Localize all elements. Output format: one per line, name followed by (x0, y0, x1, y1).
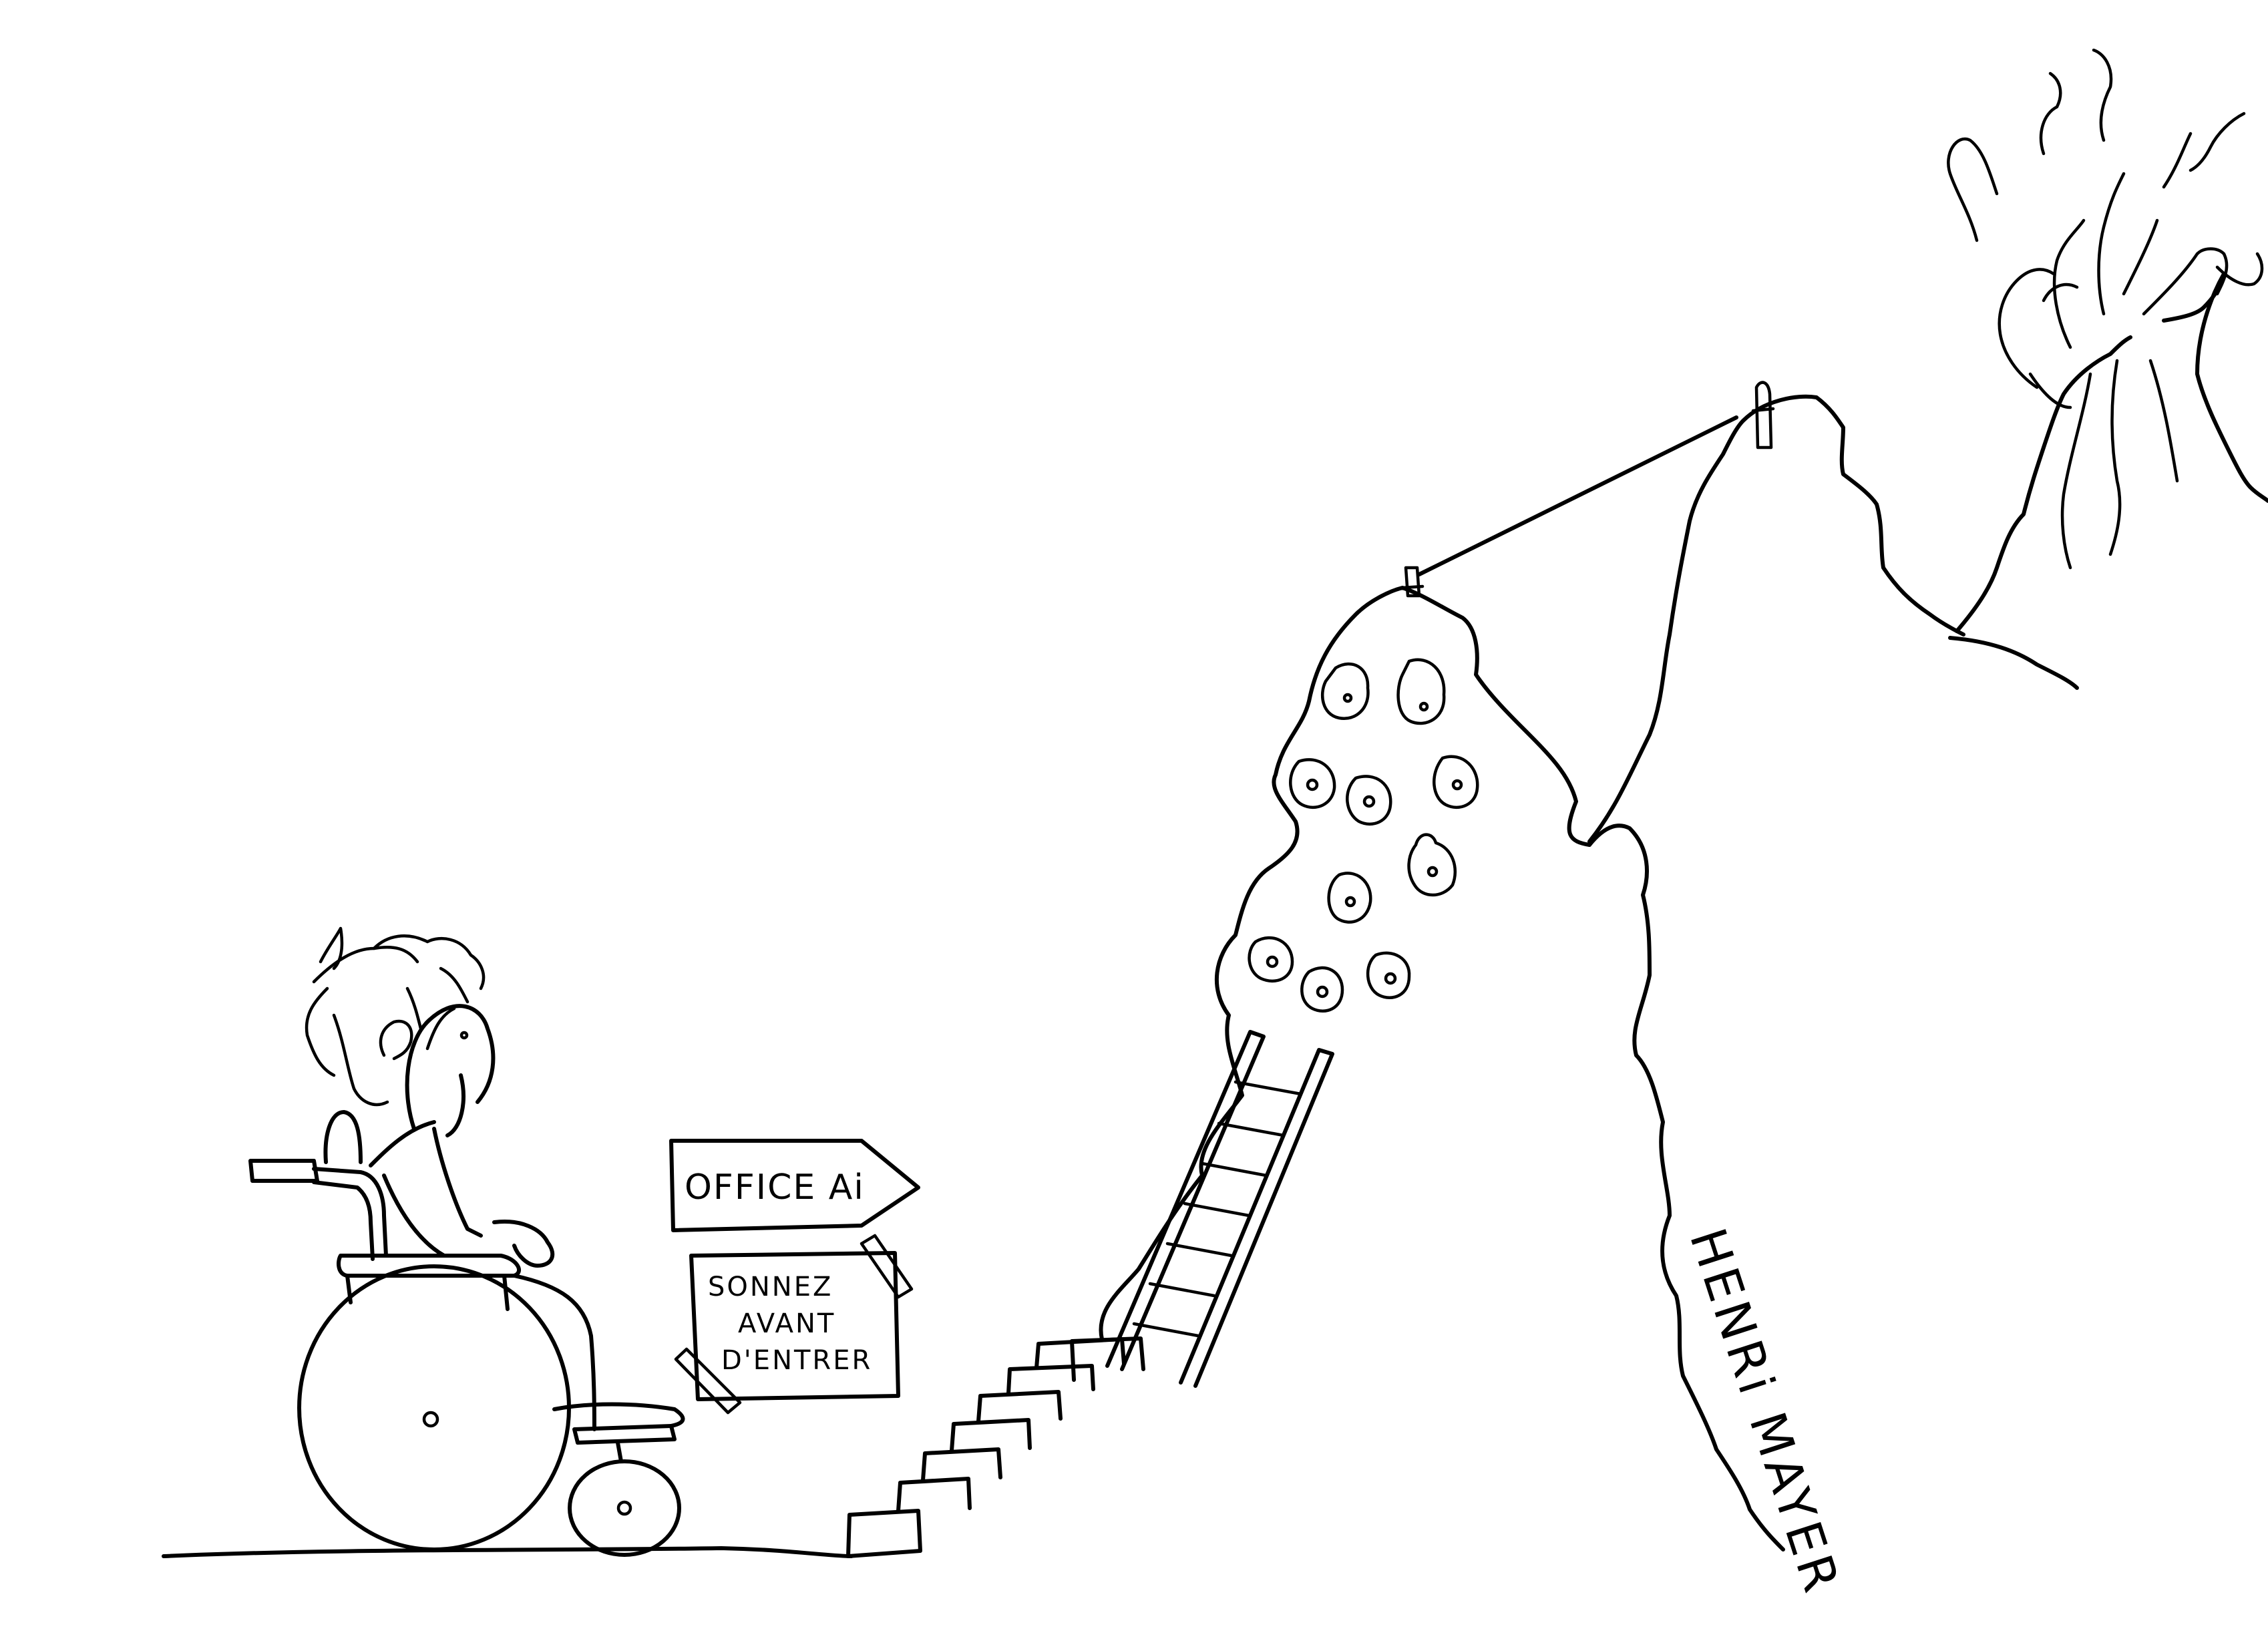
tall-mountain-front (1587, 394, 1965, 844)
piton-1 (1400, 566, 1425, 598)
volcano-slope (1948, 636, 2079, 690)
wheelchair (248, 1110, 681, 1557)
tall-mountain (1587, 824, 1785, 1552)
piton-2 (1751, 381, 1775, 449)
person (305, 926, 685, 1431)
notice-sign-line-3: D'ENTRER (721, 1345, 872, 1376)
climbing-rock (1099, 586, 1591, 1341)
climbing-holds (1248, 658, 1479, 1013)
volcano-eruption (1947, 48, 2264, 570)
notice-sign-line-1: SONNEZ (708, 1272, 833, 1302)
rope (1417, 415, 1738, 576)
stairs (846, 1336, 1145, 1558)
notice-sign: SONNEZ AVANT D'ENTRER (674, 1234, 914, 1415)
direction-sign-label: OFFICE Ai (685, 1167, 865, 1208)
artist-signature: HENRi MAYER (1678, 1222, 1851, 1602)
notice-sign-line-2: AVANT (738, 1308, 835, 1339)
ladder (1105, 1030, 1334, 1388)
ground-line (162, 1546, 854, 1558)
volcano-cone (1955, 272, 2268, 633)
direction-sign: OFFICE Ai (669, 1139, 920, 1232)
